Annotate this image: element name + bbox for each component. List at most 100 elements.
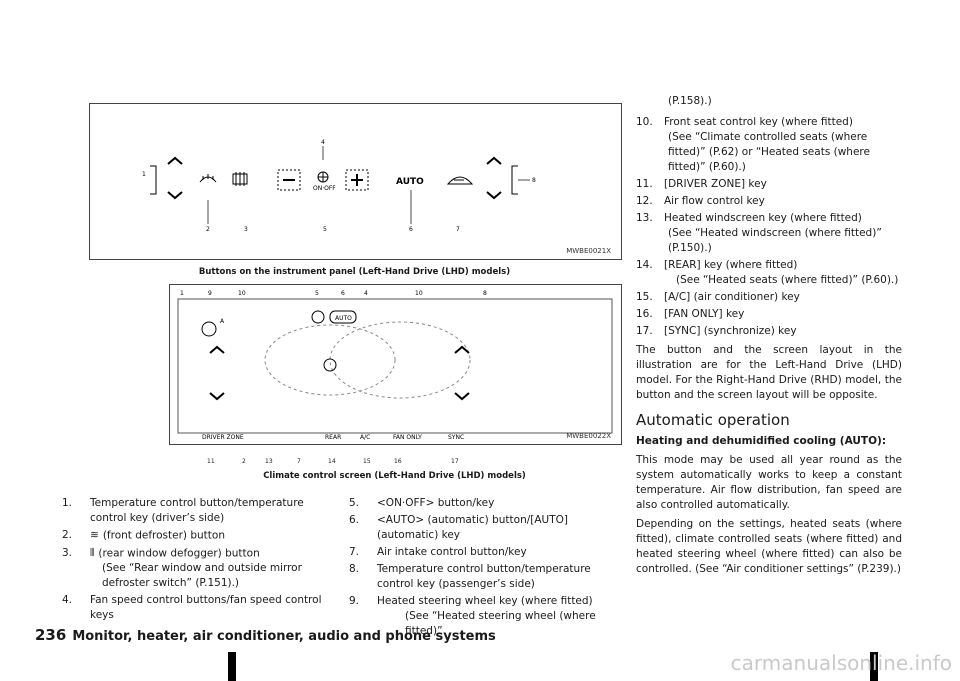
item-num: 9. bbox=[349, 595, 360, 607]
item-note: (See “Rear window and outside mirror def… bbox=[102, 562, 302, 589]
footer-title: Monitor, heater, air conditioner, audio … bbox=[72, 629, 496, 644]
callout-2: 2 bbox=[206, 226, 210, 233]
item-text: <AUTO> (automatic) button/[AUTO] (automa… bbox=[377, 514, 569, 541]
item-num: 10. bbox=[636, 116, 653, 128]
callout-6: 6 bbox=[409, 226, 413, 233]
s-callout-7: 7 bbox=[297, 458, 301, 465]
list-mid: 5. <ON·OFF> button/key 6. <AUTO> (automati… bbox=[349, 496, 617, 641]
s-callout-2: 2 bbox=[242, 458, 246, 465]
edge-bar-left bbox=[228, 652, 236, 681]
item-num: 8. bbox=[349, 563, 360, 575]
s-callout-11: 11 bbox=[207, 458, 215, 465]
list-item: 5. <ON·OFF> button/key bbox=[349, 496, 617, 511]
front-defroster-icon bbox=[199, 174, 217, 183]
list-item: 10. Front seat control key (where fitted)… bbox=[636, 115, 902, 175]
item-num: 4. bbox=[62, 594, 73, 606]
item-text: Front seat control key (where fitted) bbox=[664, 116, 853, 128]
item-note: (See “Heated steering wheel (where fitte… bbox=[405, 610, 596, 637]
item-text: Fan speed control buttons/fan speed cont… bbox=[90, 594, 322, 621]
item-num: 17. bbox=[636, 325, 653, 337]
section-heading: Automatic operation bbox=[636, 411, 790, 429]
list-item: 11. [DRIVER ZONE] key bbox=[636, 177, 902, 192]
label-fan-only: FAN ONLY bbox=[393, 434, 422, 441]
item-text: [DRIVER ZONE] key bbox=[664, 178, 767, 190]
s-callout-10a: 10 bbox=[238, 290, 246, 297]
list-item: 7.Air intake control button/key bbox=[349, 545, 617, 560]
item-text: [FAN ONLY] key bbox=[664, 308, 745, 320]
list-item: 2.≋(front defroster) button bbox=[62, 528, 327, 544]
s-callout-17: 17 bbox=[451, 458, 459, 465]
rear-defogger-icon: ⫴ bbox=[90, 546, 95, 559]
label-driver-zone: DRIVER ZONE bbox=[202, 434, 244, 441]
s-callout-10b: 10 bbox=[415, 290, 423, 297]
list-item: 6. <AUTO> (automatic) button/[AUTO] (auto… bbox=[349, 513, 617, 543]
list-item: 3.⫴(rear window defogger) button(See “Re… bbox=[62, 546, 327, 592]
paragraph-2: Depending on the settings, heated seats … bbox=[636, 518, 902, 575]
list-item: 4. Fan speed control buttons/fan speed co… bbox=[62, 593, 327, 623]
on-off-label: ON·OFF bbox=[313, 185, 336, 192]
fan-icon bbox=[317, 171, 329, 183]
s-callout-1: 1 bbox=[180, 290, 184, 297]
item-num: 5. bbox=[349, 497, 360, 509]
list-item: 14.[REAR] key (where fitted)(See “Heated… bbox=[636, 258, 902, 288]
list-item: 17. [SYNC] (synchronize) key bbox=[636, 324, 902, 339]
item-num: 6. bbox=[349, 514, 360, 526]
s-callout-6: 6 bbox=[341, 290, 345, 297]
continued-text: (P.158).) bbox=[668, 95, 712, 107]
list-item: 8.Temperature control button/temperature… bbox=[349, 562, 617, 592]
list-item: 15. [A/C] (air conditioner) key bbox=[636, 290, 902, 305]
item-text: Temperature control button/temperature c… bbox=[90, 497, 304, 524]
item-note: (See “Heated windscreen (where fitted)” … bbox=[668, 227, 882, 254]
list-item: 12.Air flow control key bbox=[636, 194, 902, 209]
item-num: 11. bbox=[636, 178, 653, 190]
s-callout-5: 5 bbox=[315, 290, 319, 297]
climate-screen-illustration: A AUTO DRIVER ZONE REAR A/C FAN ONLY SYN… bbox=[177, 290, 613, 441]
item-num: 16. bbox=[636, 308, 653, 320]
power-icon bbox=[311, 310, 325, 324]
list-left: 1. Temperature control button/temperature… bbox=[62, 496, 327, 625]
s-callout-16: 16 bbox=[394, 458, 402, 465]
item-text: Heated windscreen key (where fitted) bbox=[664, 212, 862, 224]
s-callout-13: 13 bbox=[265, 458, 273, 465]
item-note: (See “Heated seats (where fitted)” (P.60… bbox=[676, 274, 899, 286]
item-text: <ON·OFF> button/key bbox=[377, 497, 495, 509]
figure-code: MWBE0021X bbox=[566, 247, 611, 255]
screen-fan-icon bbox=[323, 358, 337, 372]
item-text: (rear window defogger) button bbox=[98, 547, 260, 559]
callout-1: 1 bbox=[142, 171, 146, 178]
figure-instrument-panel: ON·OFF AUTO 1 2 3 4 5 6 7 8 MWBE0021X bbox=[89, 103, 622, 260]
item-num: 2. bbox=[62, 529, 73, 541]
figure-caption-2: Climate control screen (Left-Hand Drive … bbox=[263, 471, 526, 481]
list-item: 1. Temperature control button/temperature… bbox=[62, 496, 327, 526]
callout-4: 4 bbox=[321, 139, 325, 146]
label-rear: REAR bbox=[325, 434, 341, 441]
item-text: Air flow control key bbox=[664, 195, 765, 207]
page-number: 236 bbox=[35, 626, 67, 644]
item-num: 1. bbox=[62, 497, 73, 509]
figure-caption: Buttons on the instrument panel (Left-Ha… bbox=[198, 267, 511, 277]
item-num: 7. bbox=[349, 546, 360, 558]
item-text: Heated steering wheel key (where fitted) bbox=[377, 595, 593, 607]
rear-defogger-icon bbox=[232, 172, 248, 186]
page-footer: 236 Monitor, heater, air conditioner, aud… bbox=[35, 626, 496, 644]
s-callout-4: 4 bbox=[364, 290, 368, 297]
item-num: 14. bbox=[636, 259, 653, 271]
item-num: 13. bbox=[636, 212, 653, 224]
list-item: 13. Heated windscreen key (where fitted) (… bbox=[636, 211, 902, 256]
figure-code-2: MWBE0022X bbox=[566, 432, 611, 440]
callout-7: 7 bbox=[456, 226, 460, 233]
callout-3: 3 bbox=[244, 226, 248, 233]
front-defroster-icon: ≋ bbox=[90, 529, 99, 541]
s-callout-8: 8 bbox=[483, 290, 487, 297]
s-callout-9: 9 bbox=[208, 290, 212, 297]
s-callout-15: 15 bbox=[363, 458, 371, 465]
callout-5: 5 bbox=[323, 226, 327, 233]
list-item: 9. Heated steering wheel key (where fitte… bbox=[349, 594, 617, 639]
auto-label: AUTO bbox=[396, 177, 424, 187]
item-note: (See “Climate controlled seats (where fi… bbox=[668, 131, 870, 173]
item-num: 15. bbox=[636, 291, 653, 303]
item-text: [SYNC] (synchronize) key bbox=[664, 325, 797, 337]
steering-wheel-icon bbox=[201, 321, 217, 337]
item-text: [A/C] (air conditioner) key bbox=[664, 291, 800, 303]
air-intake-icon bbox=[446, 176, 474, 185]
